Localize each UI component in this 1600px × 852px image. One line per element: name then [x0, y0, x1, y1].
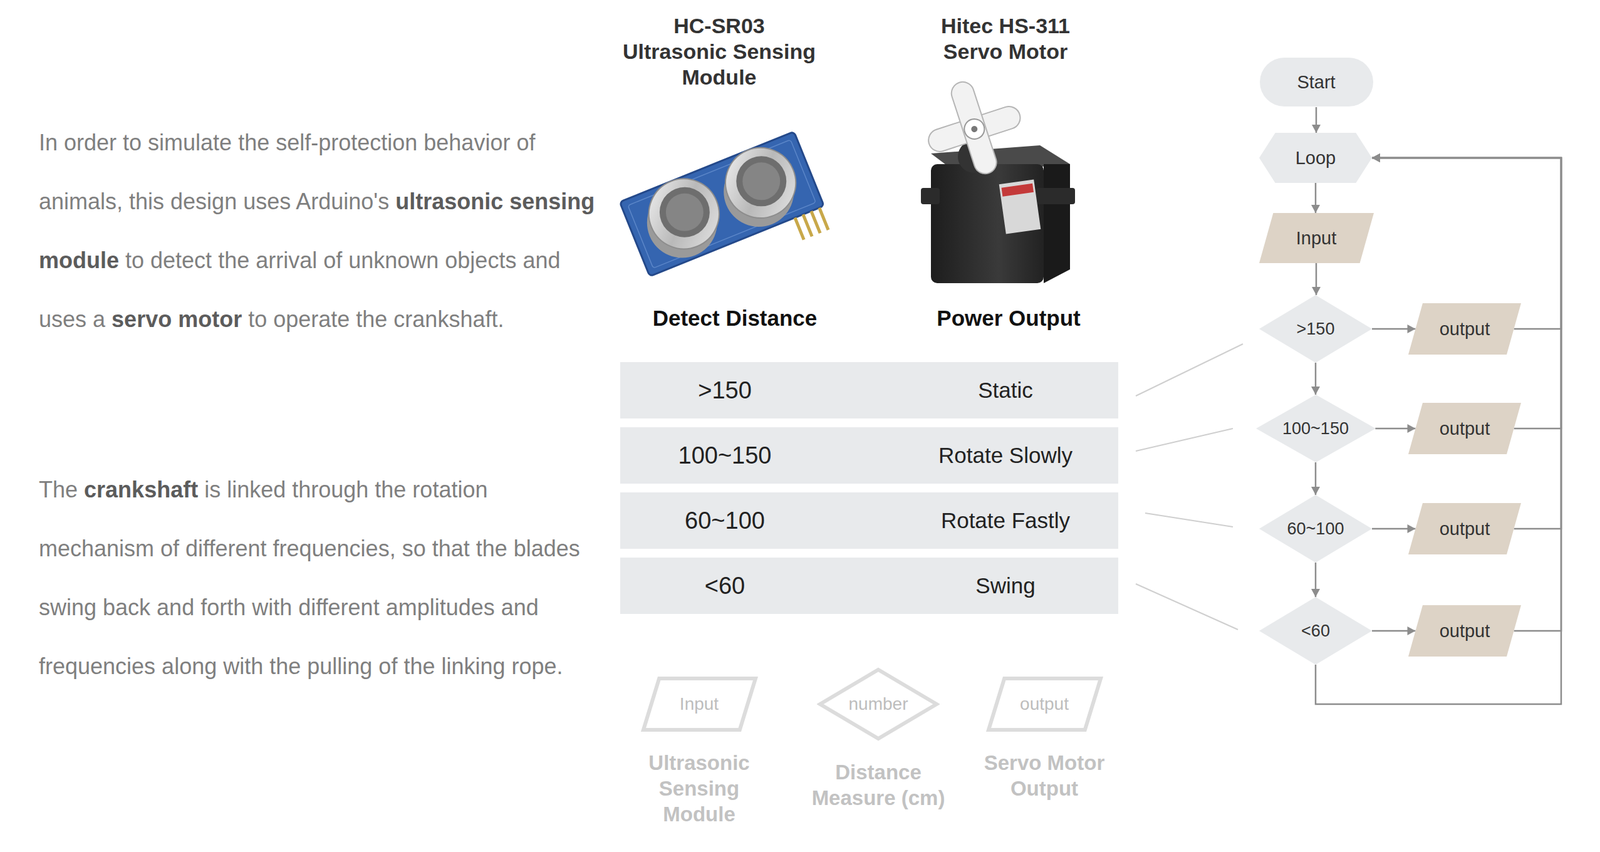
decision-diamond: <60	[1259, 597, 1372, 665]
ultrasonic-sensor-picture	[619, 131, 833, 299]
description-paragraph: In order to simulate the self-protection…	[38, 113, 603, 349]
motor-name: Hitec HS-311	[940, 13, 1071, 39]
leader-line	[1145, 513, 1233, 527]
flow-connector	[1314, 362, 1317, 395]
node-text: output	[1439, 318, 1491, 340]
paragraph-text: to operate the crankshaft.	[248, 306, 504, 333]
table-cell: Swing	[975, 573, 1035, 599]
symbol-caption: Distance Measure (cm)	[811, 759, 946, 811]
bold-term: servo motor	[111, 306, 242, 333]
flow-connector	[1371, 157, 1562, 529]
node-text: 100~150	[1282, 419, 1349, 439]
table-cell: 60~100	[684, 507, 765, 535]
decision-diamond: 60~100	[1259, 494, 1372, 563]
flow-connector	[1375, 427, 1416, 430]
loop-hexagon: Loop	[1259, 132, 1372, 183]
decision-diamond: 100~150	[1256, 394, 1376, 463]
flow-connector	[1315, 107, 1318, 133]
terminal-pill: Start	[1259, 57, 1374, 108]
node-text: Loop	[1295, 147, 1337, 169]
table-row	[620, 492, 1119, 549]
servo-motor-picture	[914, 67, 1076, 284]
flow-connector	[1371, 528, 1416, 530]
io-parallelogram: output	[1408, 303, 1522, 355]
node-text: Input	[679, 694, 719, 715]
node-text: output	[1439, 418, 1491, 440]
table-row	[620, 557, 1119, 614]
column-heading: Detect Distance	[652, 305, 818, 331]
table-cell: Rotate Fastly	[940, 508, 1071, 534]
module-name: HC-SR03	[673, 13, 765, 39]
node-text: >150	[1296, 319, 1336, 339]
leader-line	[1135, 343, 1243, 396]
legend-symbol: InputUltrasonic Sensing Module	[640, 675, 759, 733]
table-cell: >150	[697, 377, 752, 405]
node-text: 60~100	[1287, 519, 1345, 539]
legend-symbol: numberDistance Measure (cm)	[816, 666, 940, 742]
io-parallelogram: output	[1408, 402, 1522, 455]
node-text: number	[848, 694, 909, 715]
flow-connector	[1315, 263, 1318, 296]
bold-term: crankshaft	[83, 476, 198, 503]
table-cell: 100~150	[678, 442, 772, 470]
legend-symbol: outputServo Motor Output	[986, 675, 1104, 733]
table-cell: Rotate Slowly	[938, 442, 1073, 468]
symbol-caption: Servo Motor Output	[977, 749, 1112, 802]
flow-connector	[1314, 462, 1317, 495]
table-row	[620, 427, 1119, 484]
flow-connector	[1371, 157, 1562, 429]
node-text: output	[1439, 620, 1491, 642]
node-text: output	[1439, 518, 1491, 540]
paragraph-text: is linked through the rotation mechanism…	[38, 476, 581, 680]
io-parallelogram: output	[1408, 605, 1522, 657]
motor-title: Servo Motor	[943, 38, 1068, 65]
table-cell: Static	[977, 377, 1034, 403]
description-paragraph: The crankshaft is linked through the rot…	[38, 460, 603, 697]
flow-connector	[1314, 182, 1317, 213]
table-row	[620, 362, 1119, 419]
flow-connector	[1371, 328, 1416, 331]
table-cell: <60	[704, 572, 745, 600]
paragraph-text: The	[38, 476, 78, 503]
io-parallelogram: output	[1408, 503, 1522, 555]
leader-line	[1135, 583, 1238, 630]
flow-connector	[1314, 562, 1317, 598]
leader-line	[1135, 428, 1233, 452]
decision-diamond: >150	[1259, 295, 1372, 363]
node-text: Input	[1296, 228, 1337, 249]
flow-connector	[1371, 157, 1562, 631]
node-text: output	[1019, 694, 1069, 715]
node-text: <60	[1301, 621, 1330, 641]
node-text: Start	[1296, 72, 1336, 93]
column-heading: Power Output	[936, 305, 1081, 331]
io-parallelogram: Input	[1259, 212, 1374, 264]
module-title: Ultrasonic Sensing Module	[587, 38, 851, 91]
flow-connector	[1371, 630, 1416, 633]
symbol-caption: Ultrasonic Sensing Module	[632, 749, 767, 827]
